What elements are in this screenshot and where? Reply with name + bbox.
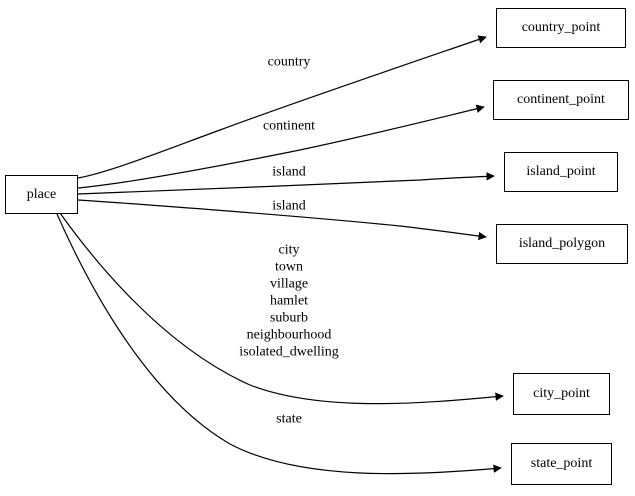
edge-label-island_polygon: island xyxy=(272,198,306,214)
edge-place-to-island_polygon xyxy=(77,199,487,241)
edge-label-country_point: country xyxy=(267,54,311,70)
node-island_point[interactable]: island_point xyxy=(504,152,618,192)
node-continent_point[interactable]: continent_point xyxy=(493,80,629,120)
edge-place-to-continent_point xyxy=(77,104,485,189)
node-city_point[interactable]: city_point xyxy=(513,373,610,415)
edge-label-island_point: island xyxy=(272,164,306,180)
node-city_point-label: city_point xyxy=(533,386,590,401)
node-place[interactable]: place xyxy=(5,175,78,214)
node-continent_point-label: continent_point xyxy=(517,92,605,107)
node-island_polygon-label: island_polygon xyxy=(518,236,606,251)
edge-path-group xyxy=(56,35,504,475)
edge-place-to-city_point xyxy=(59,212,504,405)
node-place-label: place xyxy=(26,186,57,202)
node-state_point[interactable]: state_point xyxy=(511,443,612,485)
node-country_point[interactable]: country_point xyxy=(496,8,626,48)
node-island_polygon[interactable]: island_polygon xyxy=(496,224,628,264)
edge-label-continent_point: continent xyxy=(262,118,316,134)
node-state_point-label: state_point xyxy=(530,456,593,471)
node-country_point-label: country_point xyxy=(521,20,601,35)
edge-place-to-country_point xyxy=(77,35,487,179)
edge-place-to-state_point xyxy=(56,213,502,475)
edge-label-state_point: state xyxy=(276,411,302,427)
node-island_point-label: island_point xyxy=(526,164,596,179)
edge-place-to-island_point xyxy=(77,172,495,195)
edge-label-city_point: city town village hamlet suburb neighbou… xyxy=(239,242,339,360)
